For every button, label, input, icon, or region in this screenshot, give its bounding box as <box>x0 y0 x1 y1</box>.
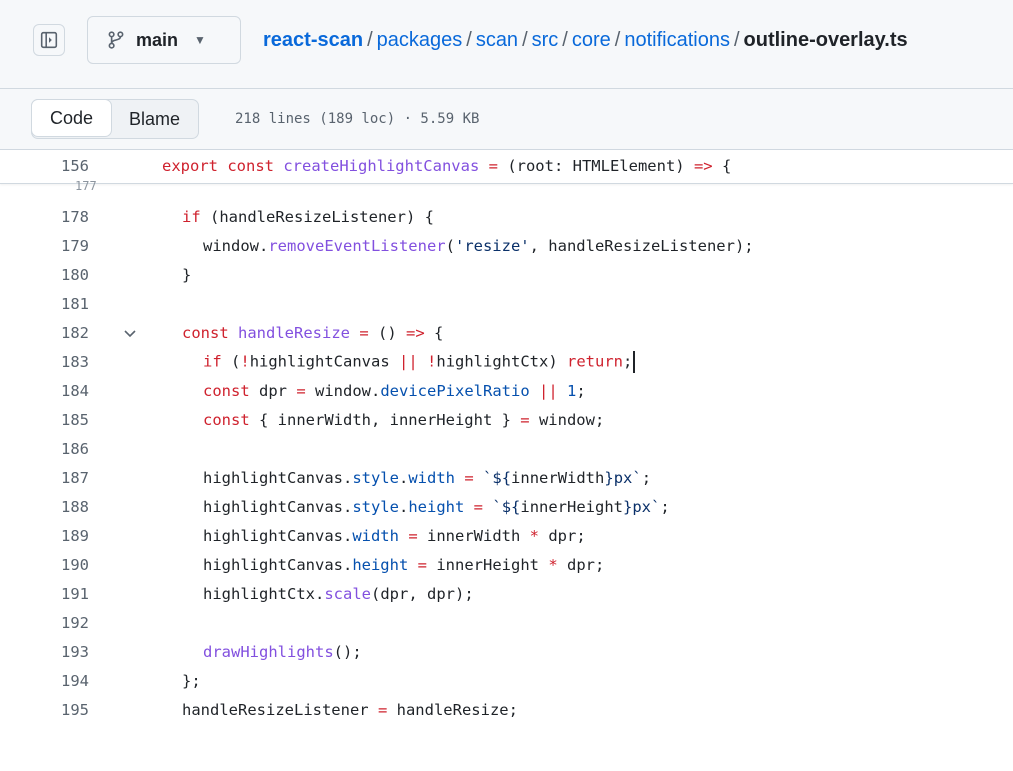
breadcrumb-file-name: outline-overlay.ts <box>743 29 908 51</box>
code-line-text: const dpr = window.devicePixelRatio || 1… <box>203 381 586 400</box>
line-number[interactable]: 195 <box>61 700 89 719</box>
blame-tab-button[interactable]: Blame <box>129 108 181 129</box>
breadcrumb-dir-link[interactable]: scan <box>475 29 519 51</box>
code-line: 179 window.removeEventListener('resize',… <box>0 231 1013 260</box>
chevron-down-icon: ▼ <box>194 33 206 47</box>
code-line-text: if (!highlightCanvas || !highlightCtx) r… <box>203 350 635 373</box>
code-line-text: highlightCanvas.width = innerWidth * dpr… <box>203 526 586 545</box>
breadcrumb-dir-link[interactable]: notifications <box>624 29 730 51</box>
git-branch-icon <box>108 31 124 49</box>
code-line: 189 highlightCanvas.width = innerWidth *… <box>0 521 1013 550</box>
code-line: 183 if (!highlightCanvas || !highlightCt… <box>0 347 1013 376</box>
line-number[interactable]: 184 <box>61 381 89 400</box>
sticky-scope-header[interactable]: 156 export const createHighlightCanvas =… <box>0 150 1013 192</box>
line-number[interactable]: 186 <box>61 439 89 458</box>
code-line: 186 <box>0 434 1013 463</box>
line-number[interactable]: 178 <box>61 207 89 226</box>
code-line-text: } <box>182 265 192 284</box>
code-line: 190 highlightCanvas.height = innerHeight… <box>0 550 1013 579</box>
breadcrumb: react-scan/packages/scan/src/core/notifi… <box>263 29 908 52</box>
file-info-text: 218 lines (189 loc) · 5.59 KB <box>235 111 480 127</box>
line-number[interactable]: 180 <box>61 265 89 284</box>
line-number[interactable]: 182 <box>61 323 89 342</box>
line-number[interactable]: 190 <box>61 555 89 574</box>
breadcrumb-separator: / <box>466 29 472 51</box>
branch-name: main <box>136 29 179 50</box>
breadcrumb-separator: / <box>614 29 621 51</box>
code-line-text: }; <box>182 671 201 690</box>
breadcrumb-dir-link[interactable]: core <box>571 29 611 51</box>
code-line: 194 }; <box>0 666 1013 695</box>
code-line: 184 const dpr = window.devicePixelRatio … <box>0 376 1013 405</box>
line-number[interactable]: 179 <box>61 236 89 255</box>
code-line: 182 const handleResize = () => { <box>0 318 1013 347</box>
line-number[interactable]: 188 <box>61 497 89 516</box>
code-line: 180 } <box>0 260 1013 289</box>
code-viewer[interactable]: 156 export const createHighlightCanvas =… <box>0 150 1013 771</box>
line-number[interactable]: 194 <box>61 671 89 690</box>
code-line-text: drawHighlights(); <box>203 642 362 661</box>
breadcrumb-dir-link[interactable]: src <box>531 29 559 51</box>
line-number: 177 <box>75 179 97 193</box>
line-number[interactable]: 192 <box>61 613 89 632</box>
code-line-text: highlightCanvas.height = innerHeight * d… <box>203 555 605 574</box>
code-line: 195 handleResizeListener = handleResize; <box>0 695 1013 724</box>
line-number[interactable]: 187 <box>61 468 89 487</box>
line-number[interactable]: 193 <box>61 642 89 661</box>
code-line-text: highlightCtx.scale(dpr, dpr); <box>203 584 474 603</box>
chevron-down-icon[interactable] <box>122 325 138 341</box>
line-number[interactable]: 191 <box>61 584 89 603</box>
view-mode-toggle: Code Blame <box>31 99 200 139</box>
code-line-text: window.removeEventListener('resize', han… <box>203 236 754 255</box>
code-line: 178 if (handleResizeListener) { <box>0 202 1013 231</box>
code-line-text: const handleResize = () => { <box>182 323 444 342</box>
file-toolbar: Code Blame 218 lines (189 loc) · 5.59 KB <box>0 88 1013 150</box>
breadcrumb-separator: / <box>522 29 528 51</box>
code-line-text: const { innerWidth, innerHeight } = wind… <box>203 410 605 429</box>
breadcrumb-separator: / <box>367 29 373 51</box>
code-line-text: highlightCanvas.style.height = `${innerH… <box>203 497 670 516</box>
text-cursor <box>633 350 635 373</box>
breadcrumb-repo-link[interactable]: react-scan <box>263 29 364 51</box>
sidebar-toggle-button[interactable] <box>33 24 65 56</box>
code-tab-button[interactable]: Code <box>31 99 113 137</box>
code-line: 191 highlightCtx.scale(dpr, dpr); <box>0 579 1013 608</box>
file-path-bar: main ▼ react-scan/packages/scan/src/core… <box>0 0 1013 88</box>
code-line-text: export const createHighlightCanvas = (ro… <box>162 157 732 175</box>
code-line: 193 drawHighlights(); <box>0 637 1013 666</box>
line-number[interactable]: 156 <box>61 157 89 175</box>
line-number[interactable]: 181 <box>61 294 89 313</box>
sidepanel-expand-icon <box>40 31 58 49</box>
line-number[interactable]: 185 <box>61 410 89 429</box>
breadcrumb-separator: / <box>562 29 568 51</box>
breadcrumb-separator: / <box>733 29 740 51</box>
code-line-text: highlightCanvas.style.width = `${innerWi… <box>203 468 652 487</box>
branch-selector-button[interactable]: main ▼ <box>87 16 241 64</box>
code-line: 181 <box>0 289 1013 318</box>
code-line-text: if (handleResizeListener) { <box>182 207 434 226</box>
code-line: 187 highlightCanvas.style.width = `${inn… <box>0 463 1013 492</box>
line-number[interactable]: 189 <box>61 526 89 545</box>
code-line: 192 <box>0 608 1013 637</box>
code-line-text: handleResizeListener = handleResize; <box>182 700 518 719</box>
code-line: 188 highlightCanvas.style.height = `${in… <box>0 492 1013 521</box>
code-line: 185 const { innerWidth, innerHeight } = … <box>0 405 1013 434</box>
breadcrumb-dir-link[interactable]: packages <box>376 29 463 51</box>
line-number[interactable]: 183 <box>61 352 89 371</box>
